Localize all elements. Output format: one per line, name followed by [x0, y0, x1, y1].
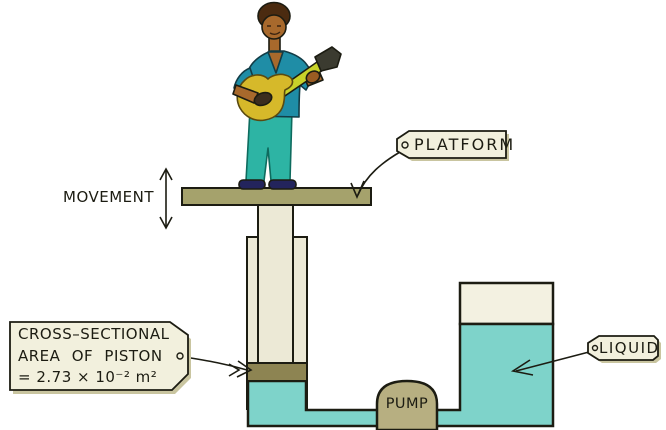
- pump-label: PUMP: [385, 396, 429, 412]
- guitarist-smile: [269, 31, 281, 35]
- guitar-headstock: [314, 46, 342, 72]
- guitarist-left-forearm: [232, 84, 259, 104]
- guitarist-pants: [245, 109, 293, 182]
- reservoir-tank: [458, 281, 555, 326]
- piston-area-label-line2: AREA OF PISTON: [18, 347, 163, 365]
- piston-pointer-arrow: [183, 356, 253, 378]
- guitarist-chest: [267, 51, 284, 74]
- piston-area-value: = 2.73 × 10⁻² m²: [18, 368, 158, 386]
- platform-tag: [396, 130, 509, 161]
- guitarist-shoe-right: [268, 179, 297, 190]
- piston-area-tag: [9, 321, 191, 394]
- tag-hole-icon: [401, 141, 409, 149]
- platform-pointer-arrow: [350, 151, 401, 200]
- guitarist-right-hand: [305, 70, 321, 84]
- liquid-body: [246, 322, 555, 428]
- guitarist-illustration: [232, 1, 342, 190]
- tag-hole-icon: [176, 352, 184, 360]
- piston-area-label-line1: CROSS–SECTIONAL: [18, 325, 170, 343]
- piston-head: [246, 362, 308, 382]
- guitarist-face: [261, 14, 287, 40]
- movement-arrow-icon: [159, 167, 173, 230]
- platform-slab: [181, 187, 372, 206]
- platform-label: PLATFORM: [414, 135, 516, 154]
- liquid-label: LIQUID: [599, 339, 660, 357]
- guitarist-shoe-left: [238, 179, 266, 190]
- liquid-pointer-arrow: [510, 351, 590, 376]
- movement-label: MOVEMENT: [63, 188, 155, 206]
- liquid-tag: [587, 335, 661, 363]
- tag-hole-icon: [591, 344, 599, 352]
- guitarist-fringe: [261, 6, 288, 23]
- piston-rod: [257, 204, 294, 366]
- guitarist-strum-hand: [253, 91, 273, 107]
- pump-dome: [375, 379, 439, 430]
